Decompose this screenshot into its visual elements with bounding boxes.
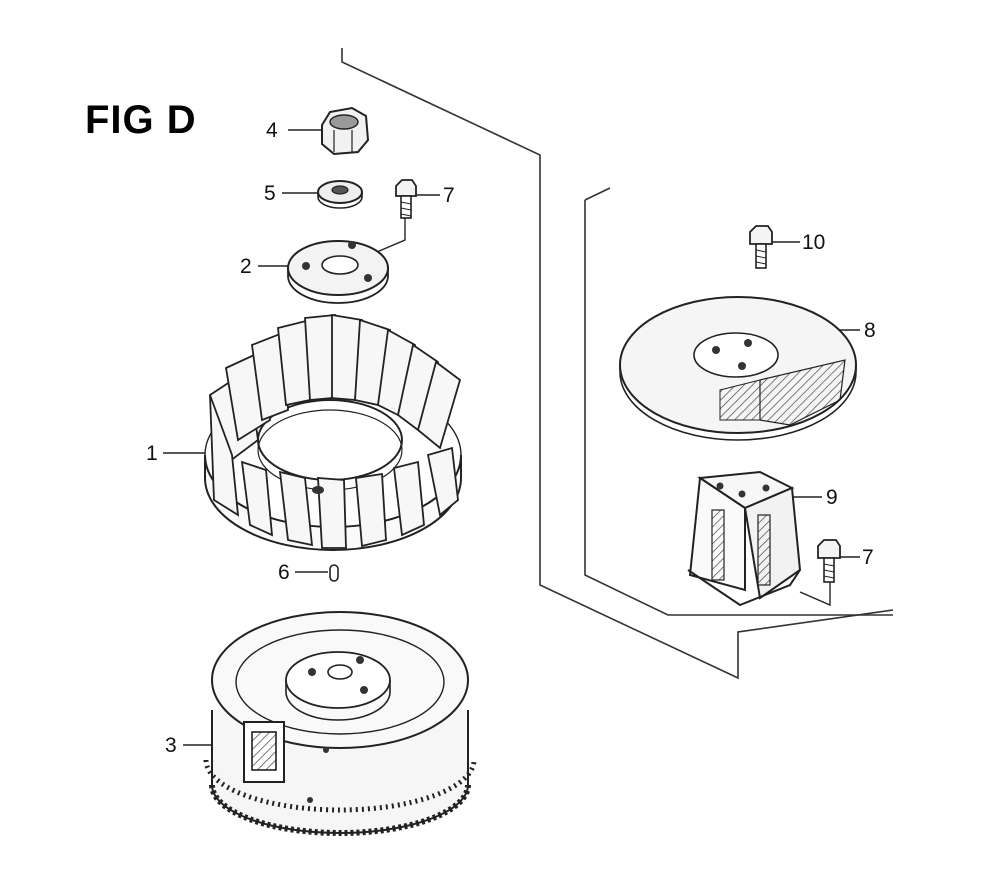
callout-part-1: 1 <box>146 442 158 465</box>
bracket-part-9 <box>687 470 802 607</box>
washer-part-5 <box>317 180 363 209</box>
callout-part-2: 2 <box>240 255 252 278</box>
callout-part-10: 10 <box>802 231 826 254</box>
leader-lines <box>163 129 860 746</box>
figure-title: FIG D <box>85 98 197 142</box>
callout-part-7-upper: 7 <box>443 184 455 207</box>
callout-part-5: 5 <box>264 182 276 205</box>
callout-part-4: 4 <box>266 119 278 142</box>
group-outline-inner <box>584 187 893 616</box>
callout-part-8: 8 <box>864 319 876 342</box>
key-part-6 <box>329 564 339 582</box>
fan-cover-part-8 <box>619 296 857 441</box>
group-outline-outer <box>341 48 894 680</box>
callout-part-3: 3 <box>165 734 177 757</box>
plate-part-2 <box>287 240 389 304</box>
callout-part-6: 6 <box>278 561 290 584</box>
flywheel-part-3 <box>203 611 477 836</box>
callout-part-9: 9 <box>826 486 838 509</box>
fan-part-1 <box>204 313 462 551</box>
callout-part-7-lower: 7 <box>862 546 874 569</box>
bolt-part-7-lower <box>817 539 841 583</box>
bolt-part-10 <box>749 225 773 269</box>
nut-part-4 <box>321 106 370 156</box>
bolt-part-7-upper <box>395 179 417 219</box>
